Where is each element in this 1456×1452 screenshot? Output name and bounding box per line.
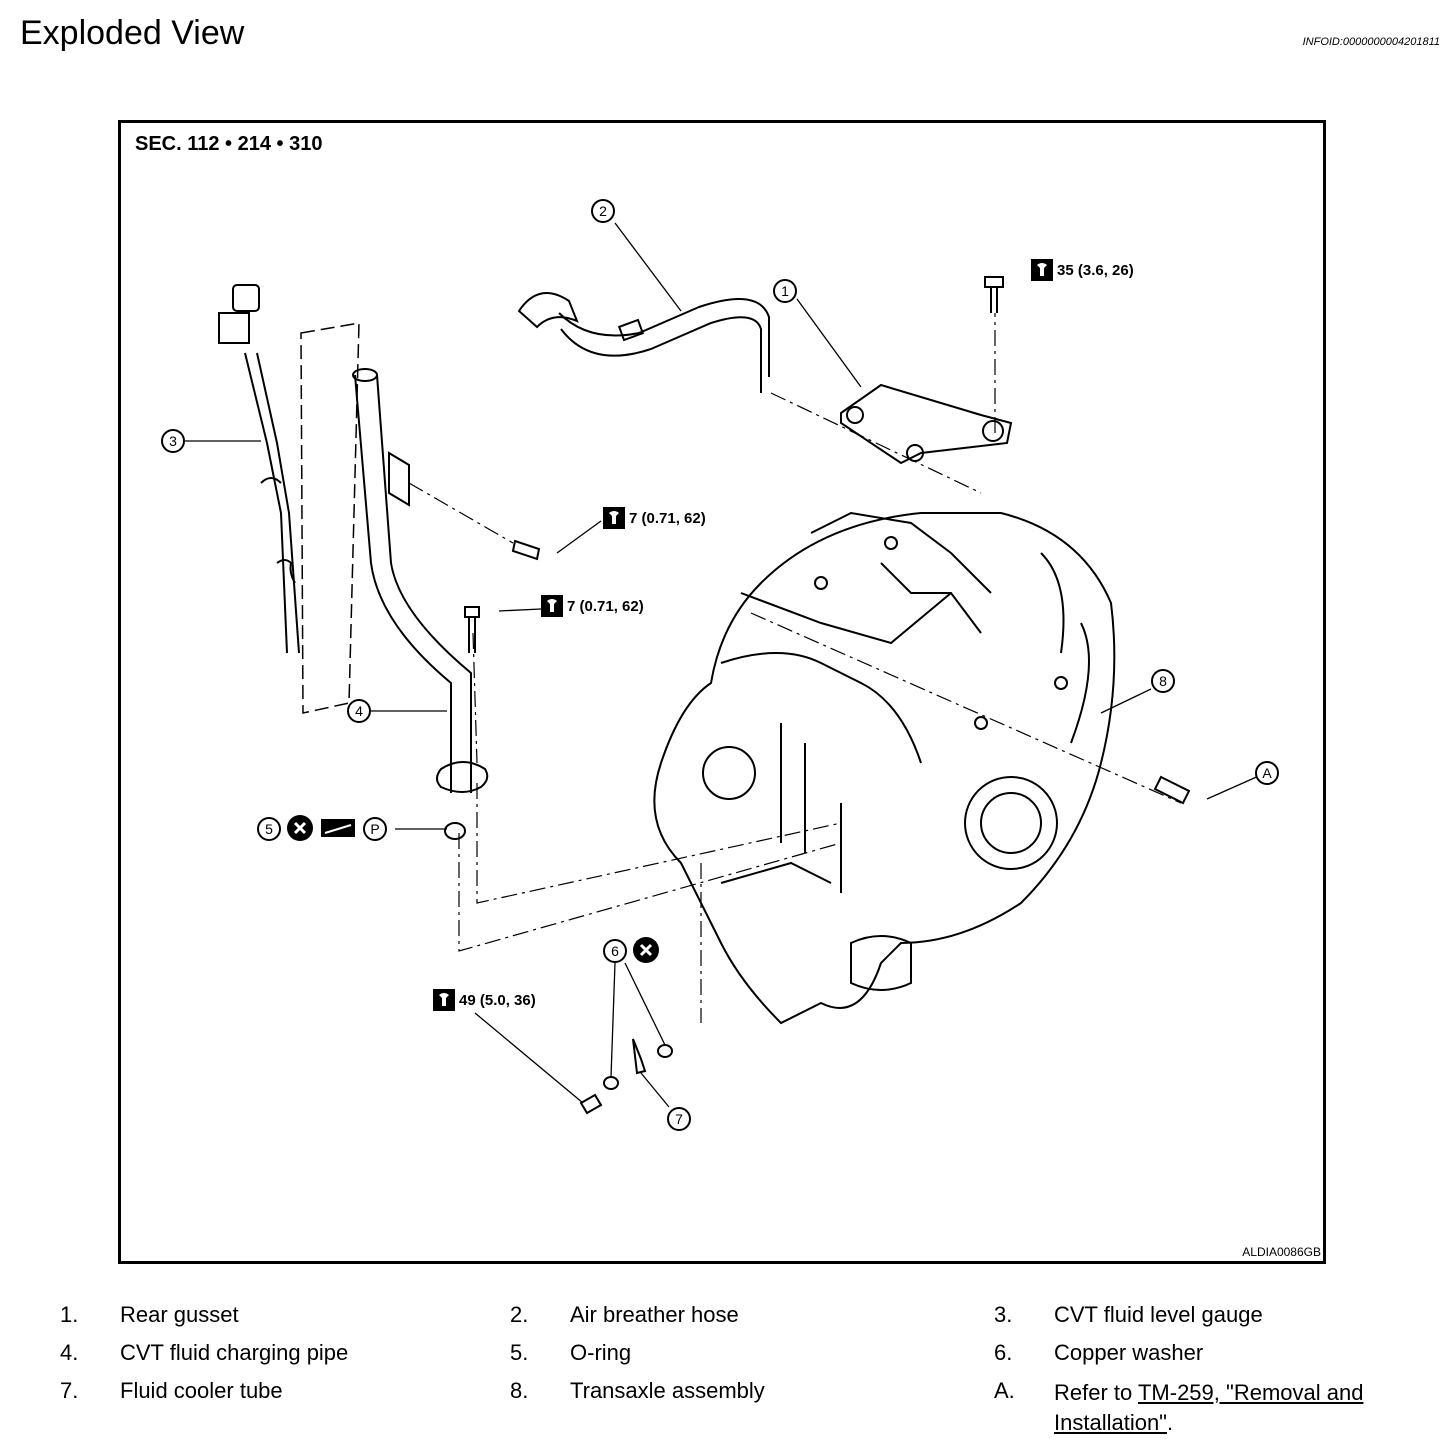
- air-breather-hose-drawing: [517, 292, 770, 393]
- callout-5: 5: [257, 817, 281, 841]
- legend-num: A.: [994, 1378, 1015, 1403]
- torque-spec-cooler-bolt: 49 (5.0, 36): [433, 989, 536, 1011]
- transaxle-assembly-drawing: [653, 511, 1116, 1025]
- torque-value: 49 (5.0, 36): [459, 991, 536, 1009]
- replace-part-icon: [287, 815, 313, 841]
- torque-spec-gusset-bolt: 35 (3.6, 26): [1031, 259, 1134, 281]
- torque-wrench-icon: [541, 595, 563, 617]
- legend-label: CVT fluid charging pipe: [120, 1340, 349, 1365]
- fluid-level-gauge-drawing: [218, 284, 300, 654]
- ref-link-removal-installation[interactable]: TM-259, "Removal and Installation": [1054, 1380, 1363, 1435]
- exploded-view-figure: SEC. 112 • 214 • 310 ALDIA0086GB 35 (3.6…: [118, 120, 1326, 1264]
- legend-label: Air breather hose: [570, 1302, 739, 1327]
- section-code: SEC. 112 • 214 • 310: [135, 133, 323, 155]
- legend-num: 6.: [994, 1340, 1013, 1365]
- torque-spec-pipe-bracket-bolt: 7 (0.71, 62): [603, 507, 706, 529]
- replace-part-icon: [633, 937, 659, 963]
- legend-label: Fluid cooler tube: [120, 1378, 283, 1403]
- legend-num: 3.: [994, 1302, 1013, 1327]
- exploded-view-drawing: [185, 222, 1262, 1115]
- charging-pipe-drawing: [352, 368, 489, 793]
- torque-value: 35 (3.6, 26): [1057, 261, 1134, 279]
- callout-6: 6: [603, 939, 627, 963]
- ref-prefix: Refer to: [1054, 1380, 1138, 1405]
- legend-num: 4.: [60, 1340, 79, 1365]
- legend-label: O-ring: [570, 1340, 632, 1365]
- callout-4: 4: [347, 699, 371, 723]
- legend-num: 8.: [510, 1378, 529, 1403]
- legend-label: Transaxle assembly: [570, 1378, 765, 1403]
- torque-value: 7 (0.71, 62): [629, 509, 706, 527]
- legend-label: Copper washer: [1054, 1340, 1204, 1365]
- legend-num: 5.: [510, 1340, 529, 1365]
- torque-wrench-icon: [1031, 259, 1053, 281]
- fluid-apply-icon: [321, 819, 355, 837]
- ref-link-line1: TM-259, "Removal and: [1137, 1380, 1364, 1405]
- info-id: INFOID:0000000004201811: [1302, 36, 1440, 48]
- torque-spec-pipe-flange-bolt: 7 (0.71, 62): [541, 595, 644, 617]
- legend-num: 1.: [60, 1302, 79, 1327]
- torque-wrench-icon: [433, 989, 455, 1011]
- torque-value: 7 (0.71, 62): [567, 597, 644, 615]
- figure-id: ALDIA0086GB: [1242, 1245, 1321, 1259]
- ref-link-line2: Installation": [1054, 1410, 1167, 1435]
- callout-7: 7: [667, 1107, 691, 1131]
- ref-suffix: .: [1167, 1410, 1174, 1435]
- legend-label: Rear gusset: [120, 1302, 239, 1327]
- callout-8: 8: [1151, 669, 1175, 693]
- legend-label: CVT fluid level gauge: [1054, 1302, 1263, 1327]
- rear-gusset-drawing: [840, 383, 1013, 465]
- legend-num: 7.: [60, 1378, 79, 1403]
- callout-a: A: [1255, 761, 1279, 785]
- callout-3: 3: [161, 429, 185, 453]
- page-title: Exploded View: [20, 14, 245, 52]
- legend-num: 2.: [510, 1302, 529, 1327]
- callout-p: P: [363, 817, 387, 841]
- bolts-drawing: [444, 276, 1191, 1115]
- torque-wrench-icon: [603, 507, 625, 529]
- callout-1: 1: [773, 279, 797, 303]
- legend-ref-text: Refer to TM-259, "Removal and Installati…: [1054, 1378, 1414, 1438]
- callout-2: 2: [591, 199, 615, 223]
